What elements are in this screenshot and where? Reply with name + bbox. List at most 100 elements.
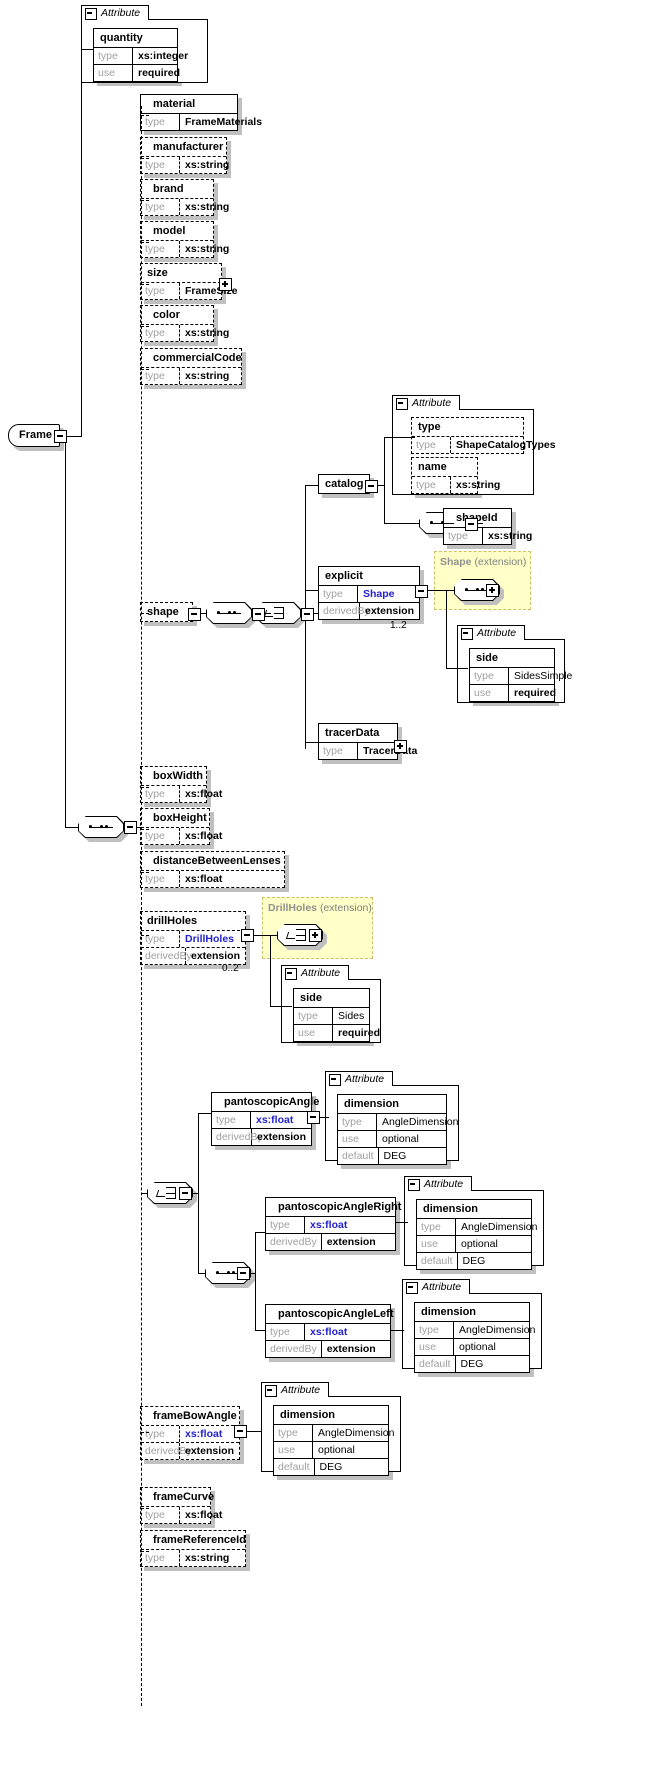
choice-collapse-icon[interactable]	[301, 608, 314, 621]
derivedby-value: extension	[256, 1131, 306, 1143]
catalog-collapse-icon[interactable]	[365, 480, 378, 493]
connector	[198, 1273, 205, 1274]
connector	[305, 590, 318, 591]
node-title: type	[412, 418, 523, 436]
default-value: DEG	[383, 1150, 407, 1162]
drillholes-ext-expand-icon[interactable]	[309, 929, 322, 942]
connector	[141, 284, 149, 285]
use-key: use	[470, 685, 509, 701]
type-key: type	[470, 668, 509, 684]
pantoscopic-choice-collapse-icon[interactable]	[179, 1187, 192, 1200]
type-value[interactable]: xs:float	[256, 1114, 294, 1126]
shape-collapse-icon[interactable]	[188, 608, 201, 621]
pantoscopic-lr-collapse-icon[interactable]	[237, 1267, 250, 1280]
type-key: type	[417, 1219, 456, 1235]
type-key: type	[266, 1324, 305, 1340]
extension-suffix: (extension)	[319, 902, 372, 914]
connector	[255, 1232, 256, 1330]
type-value: xs:float	[185, 873, 223, 885]
shape-ext-expand-icon[interactable]	[486, 584, 499, 597]
connector	[198, 1113, 211, 1114]
type-key: type	[141, 157, 180, 173]
type-key: type	[294, 1008, 333, 1024]
type-value: xs:float	[185, 1509, 223, 1521]
use-value: optional	[382, 1133, 419, 1145]
derivedby-key: derivedBy	[266, 1234, 322, 1250]
type-value: xs:string	[488, 530, 533, 542]
type-value[interactable]: xs:float	[310, 1219, 348, 1231]
connector	[141, 1551, 149, 1552]
tracerdata-expand-icon[interactable]	[394, 740, 407, 753]
frame-collapse-icon[interactable]	[54, 430, 67, 443]
type-value[interactable]: Shape	[363, 588, 395, 600]
root-element-frame[interactable]: Frame	[8, 424, 64, 451]
type-value: xs:string	[185, 243, 230, 255]
collapse-icon[interactable]	[285, 968, 297, 980]
type-key: type	[141, 325, 180, 341]
type-value[interactable]: DrillHoles	[185, 933, 235, 945]
connector	[396, 1222, 408, 1223]
explicit-collapse-icon[interactable]	[415, 585, 428, 598]
sequence-compositor-shape[interactable]	[206, 602, 256, 628]
size-expand-icon[interactable]	[219, 278, 232, 291]
connector	[141, 242, 149, 243]
sequence-compositor-main[interactable]	[78, 816, 128, 842]
collapse-icon[interactable]	[265, 1385, 277, 1397]
collapse-icon[interactable]	[85, 8, 97, 20]
connector	[376, 485, 384, 486]
connector	[270, 935, 271, 1006]
type-key: type	[319, 743, 358, 759]
sequence-collapse-icon[interactable]	[124, 821, 137, 834]
element-catalog[interactable]: catalog	[318, 474, 374, 498]
collapse-icon[interactable]	[461, 628, 473, 640]
collapse-icon[interactable]	[396, 398, 408, 410]
use-key: use	[274, 1442, 313, 1458]
drillholes-collapse-icon[interactable]	[241, 929, 254, 942]
collapse-icon[interactable]	[408, 1179, 420, 1191]
connector	[141, 787, 149, 788]
collapse-icon[interactable]	[329, 1074, 341, 1086]
choice-compositor-shape[interactable]	[255, 602, 305, 628]
type-value[interactable]: xs:float	[310, 1326, 348, 1338]
type-value[interactable]: xs:float	[185, 1428, 223, 1440]
catalog-sequence-collapse-icon[interactable]	[465, 518, 478, 531]
node-title: model	[141, 222, 213, 240]
shape-sequence-collapse-icon[interactable]	[252, 608, 265, 621]
default-key: default	[417, 1253, 458, 1269]
type-value: xs:string	[185, 159, 230, 171]
framebowangle-collapse-icon[interactable]	[234, 1425, 247, 1438]
element-shape[interactable]: shape	[140, 602, 197, 626]
collapse-icon[interactable]	[406, 1282, 418, 1294]
pantoscopicangle-collapse-icon[interactable]	[307, 1111, 320, 1124]
node-title: name	[412, 458, 477, 476]
